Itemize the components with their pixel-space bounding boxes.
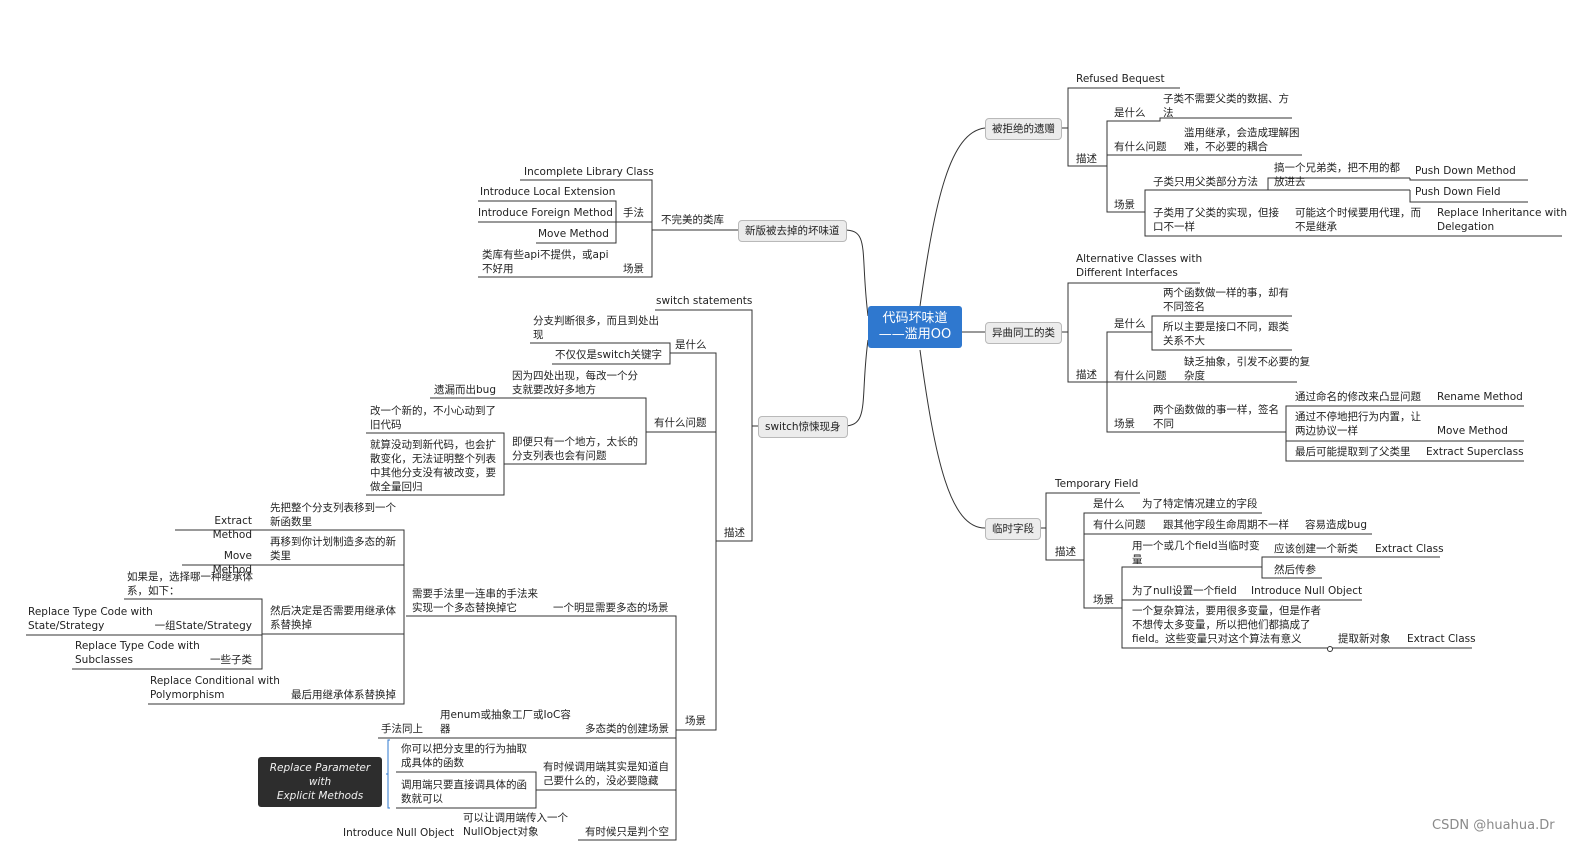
watermark: CSDN @huahua.Dr <box>1432 818 1555 833</box>
node-switch-s3a[interactable]: 你可以把分支里的行为抽取 成具体的函数 <box>401 743 527 769</box>
node-incomplete-m3[interactable]: Move Method <box>538 228 609 240</box>
node-temp-s1a[interactable]: 应该创建一个新类 <box>1274 543 1358 555</box>
node-alt-s-text[interactable]: 两个函数做的事一样，签名 不同 <box>1153 404 1279 430</box>
node-switch-p1[interactable]: 因为四处出现，每改一个分 支就要改好多地方 <box>512 370 638 396</box>
node-switch-desc[interactable]: 描述 <box>724 527 745 539</box>
node-alt-desc[interactable]: 描述 <box>1076 369 1097 381</box>
node-incomplete-title[interactable]: Incomplete Library Class <box>524 166 654 178</box>
node-switch-st2[interactable]: 再移到你计划制造多态的新 类里 <box>270 536 396 562</box>
node-incomplete-method[interactable]: 手法 <box>623 207 644 219</box>
node-switch-st3cm[interactable]: Replace Type Code with Subclasses <box>75 640 200 666</box>
node-switch-p1a[interactable]: 遗漏而出bug <box>434 384 496 396</box>
branch-refused-bequest[interactable]: 被拒绝的遗赠 <box>985 118 1062 140</box>
node-temp-s3a[interactable]: 提取新对象 <box>1338 633 1391 645</box>
node-refused-s2b[interactable]: Replace Inheritance with Delegation <box>1437 207 1568 233</box>
node-switch-p2a[interactable]: 改一个新的，不小心动到了 旧代码 <box>370 405 496 431</box>
node-alt-s2m[interactable]: Move Method <box>1437 425 1508 437</box>
node-alt-s3m[interactable]: Extract Superclass <box>1426 446 1524 458</box>
node-switch-s2[interactable]: 多态类的创建场景 <box>585 723 669 735</box>
node-refused-title[interactable]: Refused Bequest <box>1076 73 1165 85</box>
node-temp-s3m[interactable]: Extract Class <box>1407 633 1476 645</box>
node-incomplete-m2[interactable]: Introduce Foreign Method <box>478 207 613 219</box>
node-refused-what[interactable]: 是什么 <box>1114 107 1146 119</box>
node-switch-problem[interactable]: 有什么问题 <box>654 417 707 429</box>
node-switch-st3bm[interactable]: Replace Type Code with State/Strategy <box>28 606 153 632</box>
node-temp-problem[interactable]: 有什么问题 <box>1093 519 1146 531</box>
node-incomplete-m1[interactable]: Introduce Local Extension <box>480 186 616 198</box>
node-switch-st1m[interactable]: Extract Method <box>212 515 252 541</box>
node-incomplete-scene[interactable]: 场景 <box>623 263 644 275</box>
node-temp-s1am[interactable]: Extract Class <box>1375 543 1444 555</box>
node-switch-s4[interactable]: 有时候只是判个空 <box>585 826 669 838</box>
node-switch-what[interactable]: 是什么 <box>675 339 707 351</box>
node-switch-s2b[interactable]: 手法同上 <box>381 723 423 735</box>
node-refused-what-text[interactable]: 子类不需要父类的数据、方 法 <box>1163 93 1289 119</box>
node-alt-s2[interactable]: 通过不停地把行为内置，让 两边协议一样 <box>1295 411 1421 437</box>
node-switch-what2[interactable]: 不仅仅是switch关键字 <box>555 349 663 361</box>
node-switch-st3c[interactable]: 一些子类 <box>210 654 252 666</box>
node-switch-title[interactable]: switch statements <box>656 295 753 307</box>
node-alt-what2[interactable]: 所以主要是接口不同，跟类 关系不大 <box>1163 321 1289 347</box>
node-refused-s2a[interactable]: 可能这个时候要用代理，而 不是继承 <box>1295 207 1421 233</box>
node-temp-title[interactable]: Temporary Field <box>1055 478 1139 490</box>
node-alt-what1[interactable]: 两个函数做一样的事，却有 不同签名 <box>1163 287 1289 313</box>
node-alt-title[interactable]: Alternative Classes with Different Inter… <box>1076 253 1203 279</box>
node-temp-problem-text[interactable]: 跟其他字段生命周期不一样 <box>1163 519 1289 531</box>
node-temp-s2[interactable]: 为了null设置一个field <box>1132 585 1237 597</box>
node-refused-s1a[interactable]: 搞一个兄弟类，把不用的都 放进去 <box>1274 162 1400 188</box>
node-switch-st1[interactable]: 先把整个分支列表移到一个 新函数里 <box>270 502 396 528</box>
node-switch-p2b[interactable]: 就算没动到新代码，也会扩 散变化，无法证明整个列表 中其他分支没有被改变，要 做… <box>370 439 496 493</box>
branch-incomplete-library[interactable]: 新版被去掉的坏味道 <box>738 220 847 242</box>
node-temp-s3[interactable]: 一个复杂算法，要用很多变量，但是作者 不想传太多变量，所以把他们都搞成了 fie… <box>1132 605 1321 645</box>
node-switch-s1a[interactable]: 需要手法里一连串的手法来 实现一个多态替换掉它 <box>412 588 538 614</box>
node-alt-problem[interactable]: 有什么问题 <box>1114 370 1167 382</box>
node-alt-s1[interactable]: 通过命名的修改来凸显问题 <box>1295 391 1421 403</box>
node-refused-problem-text[interactable]: 滥用继承，会造成理解困 难，不必要的耦合 <box>1184 127 1300 153</box>
node-temp-s1[interactable]: 用一个或几个field当临时变 量 <box>1132 540 1260 566</box>
node-switch-s3[interactable]: 有时候调用端其实是知道自 己要什么的，没必要隐藏 <box>543 761 669 787</box>
node-switch-what1[interactable]: 分支判断很多，而且到处出 现 <box>533 315 659 341</box>
branch-alternative-classes[interactable]: 异曲同工的类 <box>985 322 1062 344</box>
node-alt-s1m[interactable]: Rename Method <box>1437 391 1523 403</box>
node-switch-st4m[interactable]: Replace Conditional with Polymorphism <box>150 675 280 701</box>
branch-switch-statements[interactable]: switch惊悚现身 <box>758 416 848 438</box>
node-switch-st4[interactable]: 最后用继承体系替换掉 <box>291 689 396 701</box>
node-switch-st3[interactable]: 然后决定是否需要用继承体 系替换掉 <box>270 605 396 631</box>
node-alt-s3[interactable]: 最后可能提取到了父类里 <box>1295 446 1411 458</box>
node-incomplete-node[interactable]: 不完美的类库 <box>661 214 724 226</box>
node-refused-s1b[interactable]: Push Down Method <box>1415 165 1516 177</box>
node-temp-s2m[interactable]: Introduce Null Object <box>1251 585 1363 597</box>
node-refused-s2[interactable]: 子类用了父类的实现，但接 口不一样 <box>1153 207 1279 233</box>
node-alt-what[interactable]: 是什么 <box>1114 318 1146 330</box>
node-temp-what[interactable]: 是什么 <box>1093 498 1125 510</box>
node-temp-desc[interactable]: 描述 <box>1055 546 1076 558</box>
node-switch-s3m[interactable]: Replace Parameter with Explicit Methods <box>258 757 382 807</box>
node-incomplete-scene-text[interactable]: 类库有些api不提供，或api 不好用 <box>482 249 609 275</box>
node-refused-desc[interactable]: 描述 <box>1076 153 1097 165</box>
node-refused-scene[interactable]: 场景 <box>1114 199 1135 211</box>
node-switch-s2a[interactable]: 用enum或抽象工厂或IoC容 器 <box>440 709 571 735</box>
node-switch-s3b[interactable]: 调用端只要直接调具体的函 数就可以 <box>401 779 527 805</box>
node-temp-s1b[interactable]: 然后传参 <box>1274 564 1316 576</box>
node-switch-p2[interactable]: 即便只有一个地方，太长的 分支列表也会有问题 <box>512 436 638 462</box>
node-switch-s1[interactable]: 一个明显需要多态的场景 <box>553 602 669 614</box>
node-alt-problem-text[interactable]: 缺乏抽象，引发不必要的复 杂度 <box>1184 356 1310 382</box>
node-refused-s1[interactable]: 子类只用父类部分方法 <box>1153 176 1258 188</box>
node-switch-s4m[interactable]: Introduce Null Object <box>343 827 455 839</box>
node-temp-scene[interactable]: 场景 <box>1093 594 1114 606</box>
node-alt-scene[interactable]: 场景 <box>1114 418 1135 430</box>
node-refused-s1c[interactable]: Push Down Field <box>1415 186 1501 198</box>
node-temp-problem-text2[interactable]: 容易造成bug <box>1305 519 1367 531</box>
node-temp-what-text[interactable]: 为了特定情况建立的字段 <box>1142 498 1258 510</box>
node-switch-scene[interactable]: 场景 <box>685 715 706 727</box>
node-switch-s4a[interactable]: 可以让调用端传入一个 NullObject对象 <box>463 812 568 838</box>
central-topic[interactable]: 代码坏味道 ——滥用OO <box>868 306 962 348</box>
node-switch-st2m[interactable]: Move Method <box>212 550 252 576</box>
node-switch-st3b[interactable]: 一组State/Strategy <box>154 620 252 632</box>
node-switch-st3a[interactable]: 如果是，选择哪一种继承体 系，如下： <box>127 571 253 597</box>
node-refused-problem[interactable]: 有什么问题 <box>1114 141 1167 153</box>
branch-temporary-field[interactable]: 临时字段 <box>985 518 1041 540</box>
